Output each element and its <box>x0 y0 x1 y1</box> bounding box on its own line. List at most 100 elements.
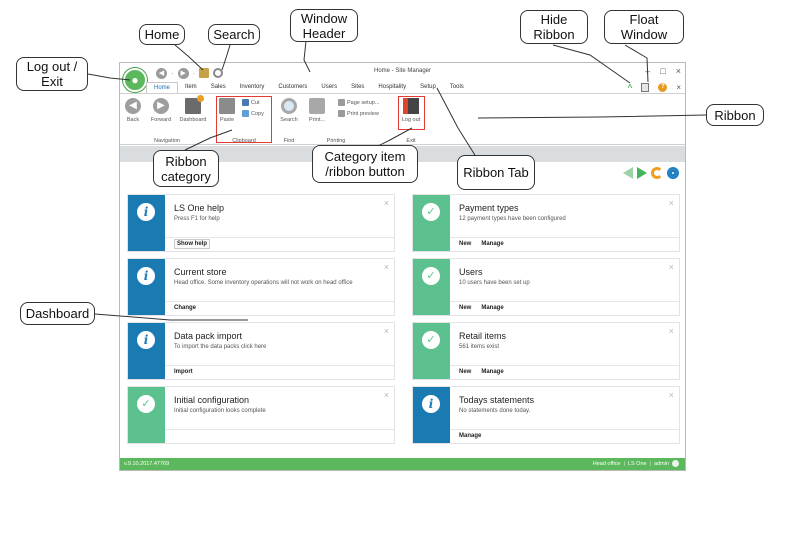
back-arrow-icon[interactable] <box>623 167 633 179</box>
window-header: ◀ · ▶ · Home - Site Manager – □ × <box>120 63 685 83</box>
back-icon[interactable]: ◀ <box>156 67 167 79</box>
card-divider <box>450 429 679 430</box>
close-icon[interactable]: × <box>668 198 674 208</box>
close-icon[interactable]: × <box>383 198 389 208</box>
close-icon[interactable]: × <box>383 390 389 400</box>
print-preview-button[interactable]: Print preview <box>338 110 379 117</box>
page-setup-button[interactable]: Page setup... <box>338 99 379 106</box>
info-icon: i <box>422 395 440 413</box>
paste-button[interactable]: Paste <box>218 98 236 123</box>
dashboard-button[interactable]: Dashboard <box>177 95 209 123</box>
paste-label: Paste <box>219 117 235 123</box>
ls-one-logo-icon[interactable]: ● <box>123 68 147 92</box>
callout-home: Home <box>139 24 185 45</box>
close-icon[interactable]: × <box>668 326 674 336</box>
forward-arrow-icon[interactable] <box>637 167 647 179</box>
new-button[interactable]: New <box>459 241 472 247</box>
change-button[interactable]: Change <box>174 305 197 311</box>
tab-setup[interactable]: Setup <box>420 84 436 90</box>
checkmark-icon: ✓ <box>422 203 440 221</box>
callout-ribbon-category: Ribbon category <box>153 150 219 187</box>
float-window-icon[interactable] <box>641 83 650 92</box>
tab-home[interactable]: Home <box>146 82 179 93</box>
ribbon-group-find: Search Find <box>276 96 302 144</box>
card-divider <box>450 365 679 366</box>
minimize-button[interactable]: – <box>645 66 651 76</box>
clipboard-highlight <box>216 96 272 143</box>
forward-button[interactable]: ▶ Forward <box>148 98 174 123</box>
paste-icon <box>219 98 235 114</box>
close-icon[interactable]: × <box>668 262 674 272</box>
callout-logout-exit: Log out / Exit <box>16 57 88 91</box>
card-initial-configuration: ✓ Initial configuration Initial configur… <box>127 386 395 444</box>
import-button[interactable]: Import <box>174 369 193 375</box>
card-ls-one-help: i LS One help Press F1 for help × Show h… <box>127 194 395 252</box>
qat-separator: · <box>192 68 196 78</box>
card-title: Retail items <box>459 331 507 341</box>
tab-customers[interactable]: Customers <box>278 84 308 90</box>
tab-tools[interactable]: Tools <box>449 84 464 90</box>
back-button[interactable]: ◀ Back <box>124 98 142 123</box>
checkmark-icon: ✓ <box>422 331 440 349</box>
refresh-icon[interactable] <box>651 167 663 179</box>
logout-button[interactable]: Log out <box>399 98 423 123</box>
copy-button[interactable]: Copy <box>242 110 264 117</box>
home-icon[interactable] <box>199 68 210 78</box>
group-label-clipboard: Clipboard <box>232 138 256 144</box>
print-preview-icon <box>338 110 345 117</box>
card-description: Press F1 for help <box>174 216 220 222</box>
ribbon-group-navigation: ◀ Back ▶ Forward Dashboard Navigation <box>120 95 214 144</box>
close-icon[interactable]: × <box>383 262 389 272</box>
help-icon[interactable]: ? <box>658 83 668 92</box>
maximize-button[interactable]: □ <box>660 66 666 76</box>
new-button[interactable]: New <box>459 305 472 311</box>
printer-icon <box>309 98 325 114</box>
tab-users[interactable]: Users <box>321 84 338 90</box>
card-actions: New Manage <box>459 241 504 247</box>
gear-icon[interactable] <box>667 167 679 179</box>
close-ribbon-button[interactable]: × <box>676 83 681 92</box>
cut-label: Cut <box>251 99 260 106</box>
new-button[interactable]: New <box>459 369 472 375</box>
back-label: Back <box>126 117 140 123</box>
print-button[interactable]: Print... <box>306 98 328 123</box>
status-ok-icon <box>672 460 679 467</box>
card-payment-types: ✓ Payment types 12 payment types have be… <box>412 194 680 252</box>
manage-button[interactable]: Manage <box>481 305 504 311</box>
manage-button[interactable]: Manage <box>459 433 482 439</box>
close-button[interactable]: × <box>675 66 681 76</box>
close-icon[interactable]: × <box>383 326 389 336</box>
card-title: Todays statements <box>459 395 535 405</box>
callout-search: Search <box>208 24 260 45</box>
search-label: Search <box>280 117 298 123</box>
card-title: Current store <box>174 267 227 277</box>
tab-sales[interactable]: Sales <box>210 84 226 90</box>
tab-sites[interactable]: Sites <box>351 84 365 90</box>
forward-icon[interactable]: ▶ <box>177 67 189 79</box>
card-divider <box>165 429 394 430</box>
close-icon[interactable]: × <box>668 390 674 400</box>
ribbon-group-printing: Print... Page setup... Print preview Pri… <box>304 96 394 144</box>
callout-category-item: Category item /ribbon button <box>312 145 418 183</box>
page-setup-icon <box>338 99 345 106</box>
search-button[interactable]: Search <box>278 98 300 123</box>
info-icon: i <box>137 331 155 349</box>
cut-button[interactable]: Cut <box>242 99 260 106</box>
card-retail-items: ✓ Retail items 561 items exist × New Man… <box>412 322 680 380</box>
tab-inventory[interactable]: Inventory <box>239 84 265 90</box>
tab-item[interactable]: Item <box>185 84 197 90</box>
back-arrow-icon: ◀ <box>125 98 141 114</box>
hide-ribbon-icon[interactable]: ^ <box>627 83 633 92</box>
manage-button[interactable]: Manage <box>481 241 504 247</box>
forward-arrow-icon: ▶ <box>153 98 169 114</box>
tab-hospitality[interactable]: Hospitality <box>378 84 407 90</box>
search-icon[interactable] <box>213 68 224 78</box>
manage-button[interactable]: Manage <box>481 369 504 375</box>
version-label: v.9.10.2017.47769 <box>124 461 170 467</box>
show-help-button[interactable]: Show help <box>174 239 210 249</box>
copy-label: Copy <box>251 110 264 117</box>
card-divider <box>450 237 679 238</box>
logout-icon <box>403 98 419 114</box>
card-divider <box>165 301 394 302</box>
callout-window-header: Window Header <box>290 9 358 42</box>
